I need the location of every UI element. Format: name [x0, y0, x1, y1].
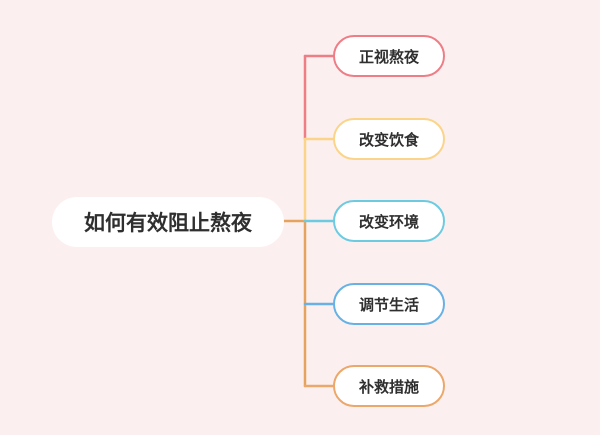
branch-label-4: 调节生活: [358, 295, 419, 314]
branch-node-5[interactable]: 补救措施: [333, 365, 445, 407]
branch-node-4[interactable]: 调节生活: [333, 283, 445, 325]
root-label: 如何有效阻止熬夜: [84, 211, 252, 235]
root-node[interactable]: 如何有效阻止熬夜: [52, 197, 284, 247]
branch-label-2: 改变饮食: [358, 130, 419, 149]
branch-node-1[interactable]: 正视熬夜: [333, 35, 445, 77]
branch-label-3: 改变环境: [358, 212, 419, 231]
branch-label-1: 正视熬夜: [358, 47, 419, 66]
branch-node-3[interactable]: 改变环境: [333, 200, 445, 242]
branch-node-2[interactable]: 改变饮食: [333, 118, 445, 160]
branch-label-5: 补救措施: [358, 377, 419, 396]
